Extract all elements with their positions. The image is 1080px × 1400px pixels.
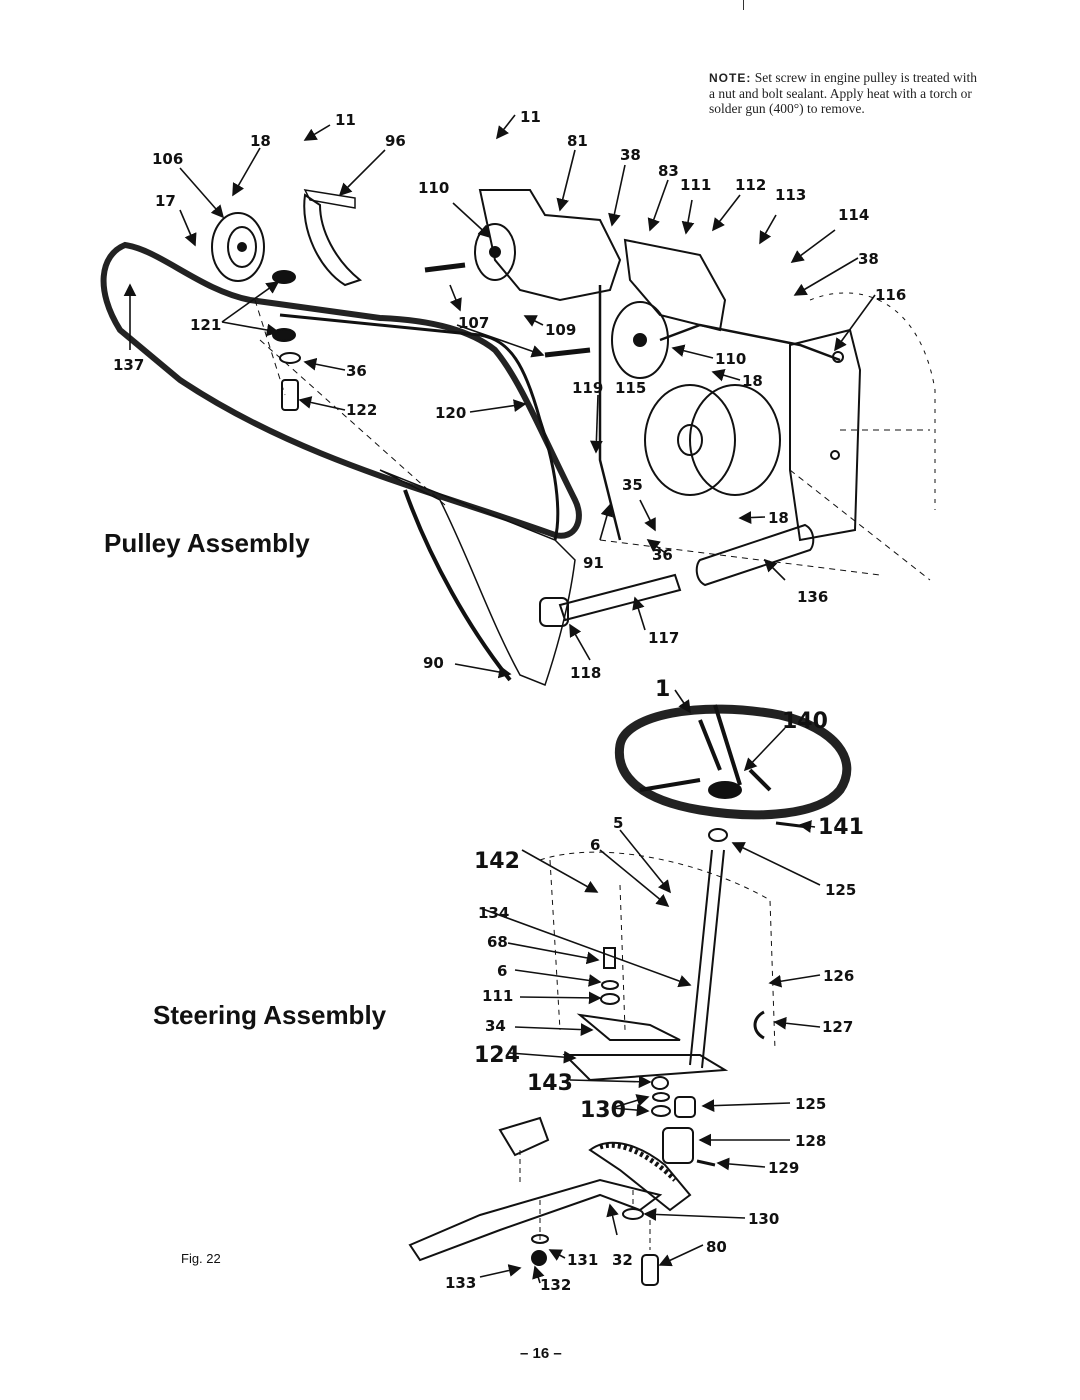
callout-116: 116	[875, 286, 906, 304]
callout-117: 117	[648, 629, 679, 647]
callout-17: 17	[155, 192, 176, 210]
callout-6: 6	[590, 836, 600, 854]
callout-126: 126	[823, 967, 854, 985]
callout-36: 36	[652, 546, 673, 564]
callout-142: 142	[474, 849, 520, 874]
callout-141: 141	[818, 815, 864, 840]
callout-125: 125	[795, 1095, 826, 1113]
callout-125: 125	[825, 881, 856, 899]
callout-120: 120	[435, 404, 466, 422]
callout-38: 38	[858, 250, 879, 268]
callout-32: 32	[612, 1251, 633, 1269]
callout-121: 121	[190, 316, 221, 334]
steering-assembly-title: Steering Assembly	[153, 1000, 387, 1030]
callout-106: 106	[152, 150, 183, 168]
note-box: NOTE: Set screw in engine pulley is trea…	[709, 70, 981, 116]
callout-68: 68	[487, 933, 508, 951]
callout-5: 5	[613, 814, 623, 832]
pulley-assembly-title: Pulley Assembly	[104, 528, 310, 558]
callout-35: 35	[622, 476, 643, 494]
callout-numbers: 11 18 96 106 17 121 137 36 122 11 81 38 …	[113, 108, 906, 1294]
callout-96: 96	[385, 132, 406, 150]
note-text: Set screw in engine pulley is treated wi…	[709, 70, 978, 116]
callout-124: 124	[474, 1043, 520, 1068]
callout-131: 131	[567, 1251, 598, 1269]
callout-130: 130	[748, 1210, 779, 1228]
callout-130: 130	[580, 1098, 626, 1123]
callout-18: 18	[250, 132, 271, 150]
callout-136: 136	[797, 588, 828, 606]
callout-129: 129	[768, 1159, 799, 1177]
page-number: – 16 –	[520, 1345, 562, 1362]
pulley-assembly-drawing	[100, 189, 936, 686]
figure-label: Fig. 22	[181, 1251, 221, 1266]
callout-18: 18	[742, 372, 763, 390]
callout-83: 83	[658, 162, 679, 180]
callout-134: 134	[478, 904, 509, 922]
callout-115: 115	[615, 379, 646, 397]
callout-111: 111	[680, 176, 711, 194]
leader-lines	[123, 114, 876, 1284]
callout-128: 128	[795, 1132, 826, 1150]
callout-36: 36	[346, 362, 367, 380]
top-margin-mark	[743, 0, 744, 10]
callout-118: 118	[570, 664, 601, 682]
callout-1: 1	[655, 677, 670, 702]
callout-127: 127	[822, 1018, 853, 1036]
callout-137: 137	[113, 356, 144, 374]
callout-112: 112	[735, 176, 766, 194]
callout-110: 110	[418, 179, 449, 197]
callout-110: 110	[715, 350, 746, 368]
callout-114: 114	[838, 206, 869, 224]
callout-91: 91	[583, 554, 604, 572]
callout-122: 122	[346, 401, 377, 419]
callout-6: 6	[497, 962, 507, 980]
callout-133: 133	[445, 1274, 476, 1292]
callout-111: 111	[482, 987, 513, 1005]
callout-34: 34	[485, 1017, 506, 1035]
callout-18: 18	[768, 509, 789, 527]
callout-109: 109	[545, 321, 576, 339]
callout-140: 140	[782, 709, 828, 734]
note-label: NOTE:	[709, 71, 752, 85]
callout-80: 80	[706, 1238, 727, 1256]
callout-90: 90	[423, 654, 444, 672]
callout-11: 11	[335, 111, 356, 129]
callout-11: 11	[520, 108, 541, 126]
callout-119: 119	[572, 379, 603, 397]
callout-81: 81	[567, 132, 588, 150]
steering-assembly-drawing	[408, 704, 852, 1286]
callout-113: 113	[775, 186, 806, 204]
callout-38: 38	[620, 146, 641, 164]
callout-132: 132	[540, 1276, 571, 1294]
callout-107: 107	[458, 314, 489, 332]
callout-143: 143	[527, 1071, 573, 1096]
